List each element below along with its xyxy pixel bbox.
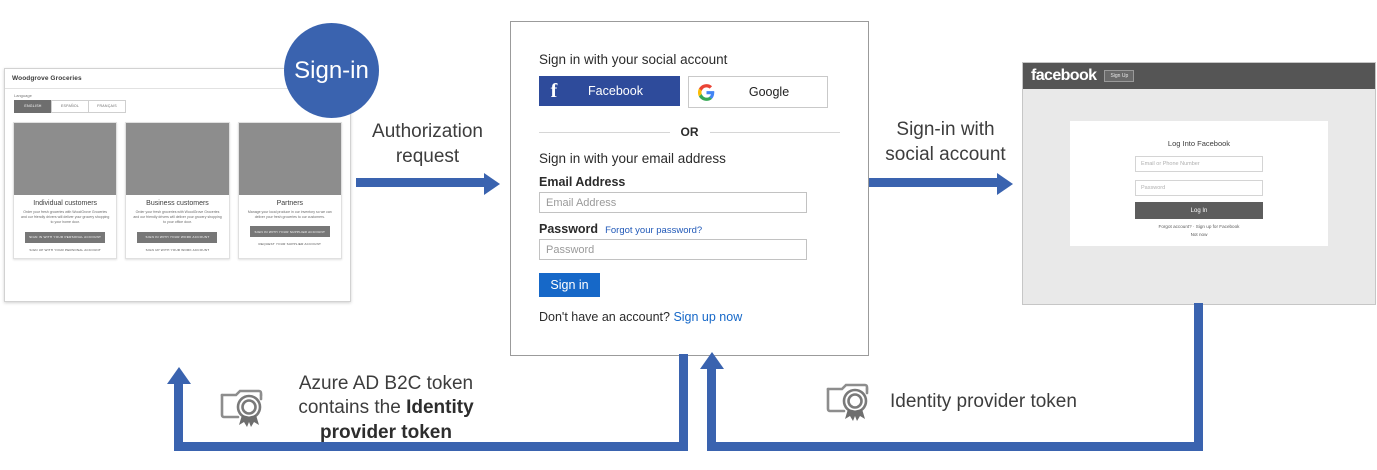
azure-b2c-token-line1: Azure AD B2C token <box>298 373 474 394</box>
social-buttons-row: f Facebook Google <box>539 76 840 108</box>
signin-button[interactable]: Sign in <box>539 273 600 297</box>
b2c-token-return-arrow-head <box>166 367 191 384</box>
language-tabs: ENGLISH ESPAÑOL FRANÇAIS <box>14 99 350 113</box>
identity-provider-token-text: Identity provider token <box>890 391 1077 413</box>
facebook-help-links[interactable]: Forgot account? · Sign up for Facebook <box>1158 224 1240 229</box>
facebook-login-title: Log Into Facebook <box>1167 139 1231 148</box>
facebook-logo: facebook <box>1031 67 1097 84</box>
sign-in-badge: Sign-in <box>284 23 379 118</box>
azure-b2c-token-line3-bold: provider token <box>320 421 452 443</box>
card-title: Business customers <box>146 199 209 207</box>
idp-token-return-vertical-left <box>707 368 716 446</box>
facebook-icon: f <box>550 79 558 102</box>
divider-line-right <box>709 131 840 133</box>
card-signin-button[interactable]: SIGN IN WITH YOUR SUPPLIER ACCOUNT <box>249 226 330 238</box>
email-account-heading: Sign in with your email address <box>539 151 726 166</box>
b2c-token-return-horizontal <box>174 442 688 451</box>
card-business-customers: Business customers Order your fresh groc… <box>125 121 230 259</box>
language-selector: Language ENGLISH ESPAÑOL FRANÇAIS <box>5 89 350 113</box>
password-input[interactable]: Password <box>539 239 807 260</box>
social-signin-arrow-shaft <box>869 178 997 187</box>
shoppers-in-store-photo <box>14 122 117 195</box>
authorization-request-arrow-head <box>484 172 500 195</box>
social-account-heading: Sign in with your social account <box>539 52 728 67</box>
facebook-signin-button[interactable]: f Facebook <box>539 76 680 106</box>
identity-provider-token-annotation: Identity provider token <box>824 378 1134 427</box>
social-signin-arrow-head <box>997 172 1013 195</box>
email-input[interactable]: Email Address <box>539 192 807 213</box>
facebook-button-label: Facebook <box>588 84 643 98</box>
authorization-request-label: Authorization request <box>355 120 500 169</box>
facebook-password-input[interactable]: Password <box>1135 180 1263 196</box>
card-partners: Partners Manage your local produce in ou… <box>237 121 342 259</box>
store-clerk-photo <box>126 122 229 195</box>
language-label: Language <box>14 93 32 98</box>
card-title: Partners <box>276 199 304 207</box>
azure-b2c-token-line2-bold: Identity <box>406 397 474 419</box>
idp-token-return-horizontal <box>707 442 1203 451</box>
social-signin-line2: social account <box>885 143 1006 165</box>
card-signup-link[interactable]: SIGN UP WITH YOUR WORK ACCOUNT <box>145 247 210 252</box>
google-signin-button[interactable]: Google <box>688 76 828 108</box>
language-tab-francais[interactable]: FRANÇAIS <box>88 99 126 113</box>
language-tab-english[interactable]: ENGLISH <box>14 99 52 113</box>
card-description: Order your fresh groceries with WoodGrov… <box>133 209 222 225</box>
audience-cards: Individual customers Order your fresh gr… <box>5 113 350 259</box>
certificate-icon <box>824 378 878 427</box>
woodgrove-brand-bar: Woodgrove Groceries <box>5 69 350 89</box>
or-divider-label: OR <box>680 125 699 139</box>
card-description: Order your fresh groceries with WoodGrov… <box>21 209 110 225</box>
sign-in-badge-label: Sign-in <box>294 56 369 84</box>
facebook-login-button[interactable]: Log In <box>1135 202 1263 219</box>
azure-b2c-token-line2-prefix: contains the <box>298 397 407 419</box>
email-field-label: Email Address <box>539 175 626 189</box>
password-field-label: Password <box>539 222 599 236</box>
farmer-with-basket-photo <box>238 122 341 195</box>
facebook-email-input[interactable]: Email or Phone Number <box>1135 156 1263 172</box>
signup-prompt: Don't have an account? Sign up now <box>539 310 840 324</box>
card-description: Manage your local produce in our invento… <box>247 209 332 219</box>
authorization-request-arrow-shaft <box>356 178 484 187</box>
facebook-not-now-link[interactable]: Not now <box>1190 232 1208 237</box>
card-signup-link[interactable]: REQUEST YOUR SUPPLIER ACCOUNT <box>258 242 322 247</box>
authorization-request-line2: request <box>395 145 460 167</box>
b2c-token-return-vertical-right <box>679 354 688 442</box>
facebook-top-bar: facebook Sign Up <box>1023 63 1375 89</box>
idp-token-return-vertical-right <box>1194 303 1203 451</box>
google-button-label: Google <box>748 85 790 99</box>
social-signin-line1: Sign-in with <box>896 119 995 140</box>
b2c-signin-page: Sign in with your social account f Faceb… <box>510 21 869 356</box>
idp-token-return-arrow-head <box>699 352 724 369</box>
certificate-icon <box>218 384 272 433</box>
azure-b2c-token-text: Azure AD B2C token contains the Identity… <box>284 372 488 445</box>
card-individual-customers: Individual customers Order your fresh gr… <box>13 121 118 259</box>
facebook-login-card: Log Into Facebook Email or Phone Number … <box>1070 121 1328 246</box>
facebook-signup-button[interactable]: Sign Up <box>1104 70 1135 82</box>
woodgrove-groceries-window: Woodgrove Groceries Language ENGLISH ESP… <box>4 68 351 302</box>
b2c-token-return-vertical-left <box>174 384 183 446</box>
password-field-label-row: Password Forgot your password? <box>539 222 840 236</box>
social-signin-label: Sign-in with social account <box>868 118 1023 167</box>
signup-prompt-text: Don't have an account? <box>539 310 670 324</box>
azure-b2c-token-annotation: Azure AD B2C token contains the Identity… <box>218 372 488 445</box>
card-title: Individual customers <box>33 199 98 207</box>
authorization-request-line1: Authorization <box>372 121 483 142</box>
language-tab-espanol[interactable]: ESPAÑOL <box>51 99 89 113</box>
google-icon <box>689 83 723 101</box>
facebook-login-page: facebook Sign Up Log Into Facebook Email… <box>1022 62 1376 305</box>
divider-line-left <box>539 131 670 133</box>
forgot-password-link[interactable]: Forgot your password? <box>605 225 703 236</box>
or-divider: OR <box>539 125 840 139</box>
card-signin-button[interactable]: SIGN IN WITH YOUR WORK ACCOUNT <box>137 231 218 243</box>
card-signup-link[interactable]: SIGN UP WITH YOUR PERSONAL ACCOUNT <box>29 247 101 252</box>
woodgrove-brand: Woodgrove Groceries <box>12 75 82 82</box>
card-signin-button[interactable]: SIGN IN WITH YOUR PERSONAL ACCOUNT <box>25 231 106 243</box>
signup-now-link[interactable]: Sign up now <box>673 310 743 324</box>
